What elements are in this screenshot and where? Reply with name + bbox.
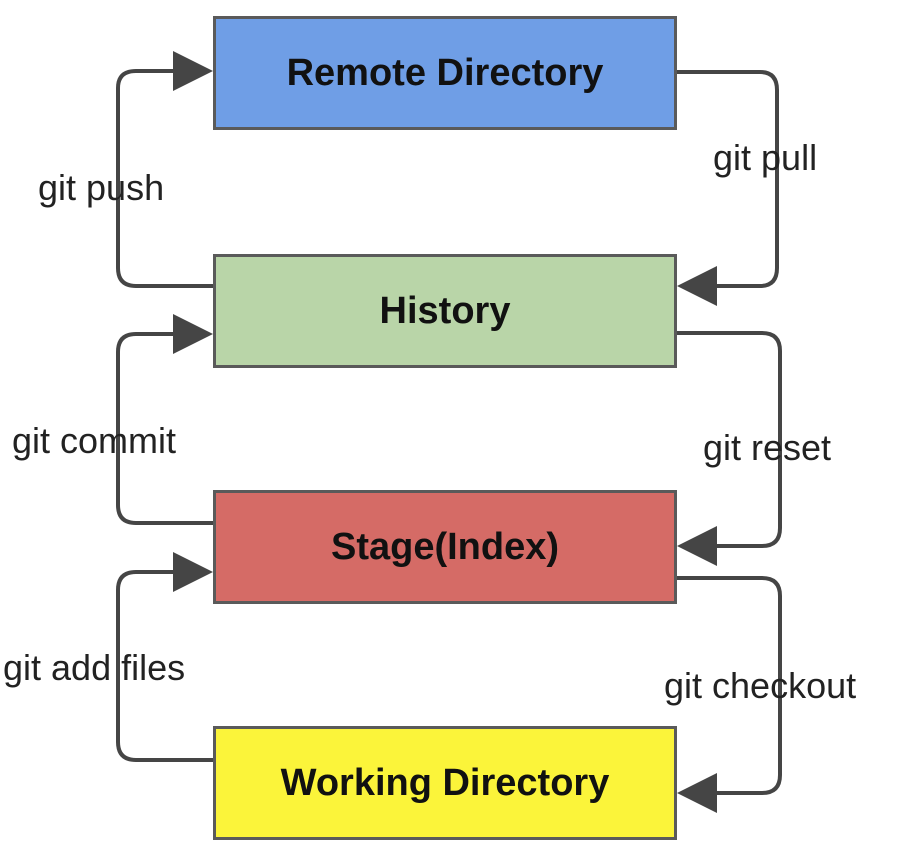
git-reset-label: git reset: [703, 427, 832, 468]
checkout-arrow: [677, 576, 782, 813]
pull-arrow: [677, 70, 779, 306]
reset-arrow: [677, 331, 782, 566]
git-checkout-label: git checkout: [664, 665, 857, 706]
working-directory-label: Working Directory: [280, 761, 610, 804]
working-directory-node: Working Directory: [213, 726, 677, 840]
history-label: History: [379, 289, 511, 332]
commit-arrow: [116, 314, 213, 525]
stage-index-label: Stage(Index): [330, 525, 560, 568]
git-push-label: git push: [38, 167, 165, 208]
remote-directory-node: Remote Directory: [213, 16, 677, 130]
git-commit-label: git commit: [12, 420, 177, 461]
add-arrow: [116, 552, 213, 762]
stage-index-node: Stage(Index): [213, 490, 677, 604]
remote-directory-label: Remote Directory: [286, 51, 604, 94]
git-add-files-label: git add files: [3, 647, 186, 688]
push-arrow: [116, 51, 213, 288]
git-pull-label: git pull: [713, 137, 818, 178]
history-node: History: [213, 254, 677, 368]
